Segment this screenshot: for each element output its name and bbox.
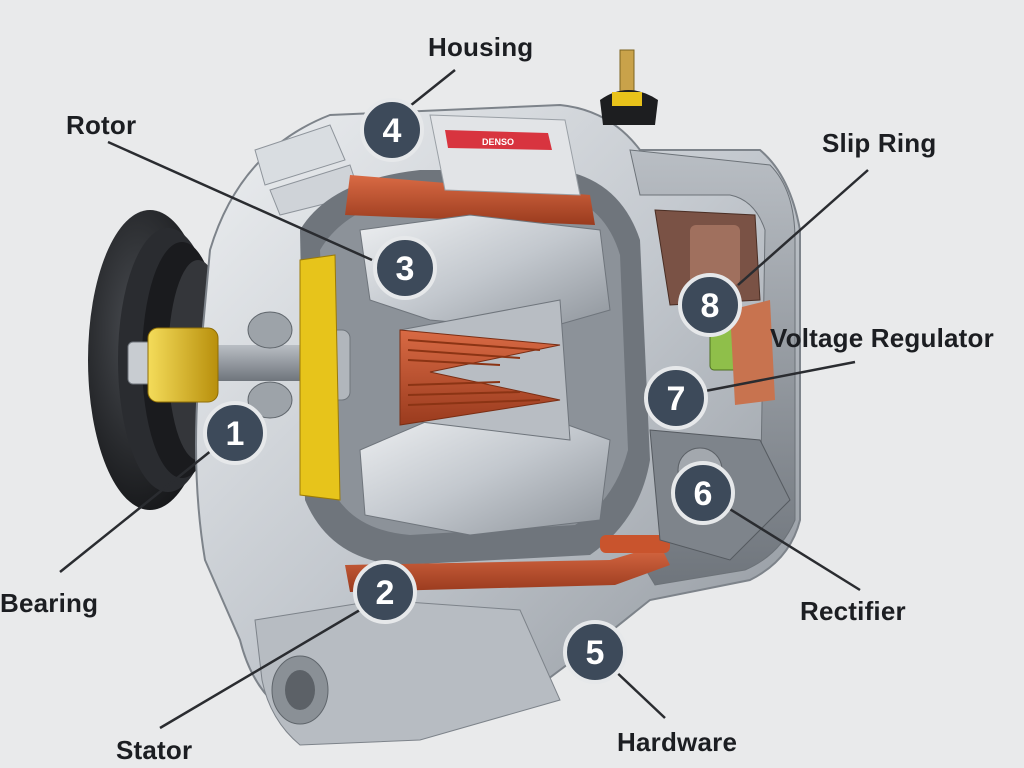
leader-line-6 [727,506,861,592]
callout-badges: 1 2 3 4 5 6 7 8 [203,98,742,684]
leader-line-1 [59,449,213,573]
label-bearing: Bearing [0,588,99,618]
brand-plate: DENSO [429,114,581,196]
label-rotor: Rotor [66,110,137,140]
callout-number-6: 6 [694,475,713,513]
label-stator: Stator [116,735,193,765]
callout-number-3: 3 [396,250,415,288]
callout-badge-4: 4 [360,98,424,162]
callout-number-4: 4 [383,112,402,150]
label-rectifier: Rectifier [800,596,906,626]
label-housing: Housing [428,32,534,62]
label-voltage-regulator: Voltage Regulator [770,323,994,353]
label-hardware: Hardware [617,727,738,757]
rotor-field-coil [399,329,561,426]
callout-number-8: 8 [701,287,720,325]
brand-label: DENSO [482,137,514,147]
callout-number-7: 7 [667,380,686,418]
leader-line-7 [699,360,856,394]
callout-badge-8: 8 [678,273,742,337]
callout-badge-3: 3 [373,236,437,300]
callout-badge-5: 5 [563,620,627,684]
callout-badge-7: 7 [644,366,708,430]
callout-number-2: 2 [376,574,395,612]
leader-line-5 [611,667,666,719]
rear-components [649,209,791,561]
callout-number-1: 1 [226,415,245,453]
label-slip-ring: Slip Ring [822,128,937,158]
terminal-stud [600,49,658,125]
callout-badge-6: 6 [671,461,735,525]
leader-line-2 [159,605,366,730]
leader-line-3 [107,140,373,262]
callout-badge-1: 1 [203,401,267,465]
leader-line-4 [404,69,456,111]
callout-number-5: 5 [586,634,605,672]
leader-lines [59,69,869,730]
shaft-assembly [127,254,351,501]
callout-badge-2: 2 [353,560,417,624]
leader-line-8 [737,169,869,286]
stator-windings [345,175,670,592]
